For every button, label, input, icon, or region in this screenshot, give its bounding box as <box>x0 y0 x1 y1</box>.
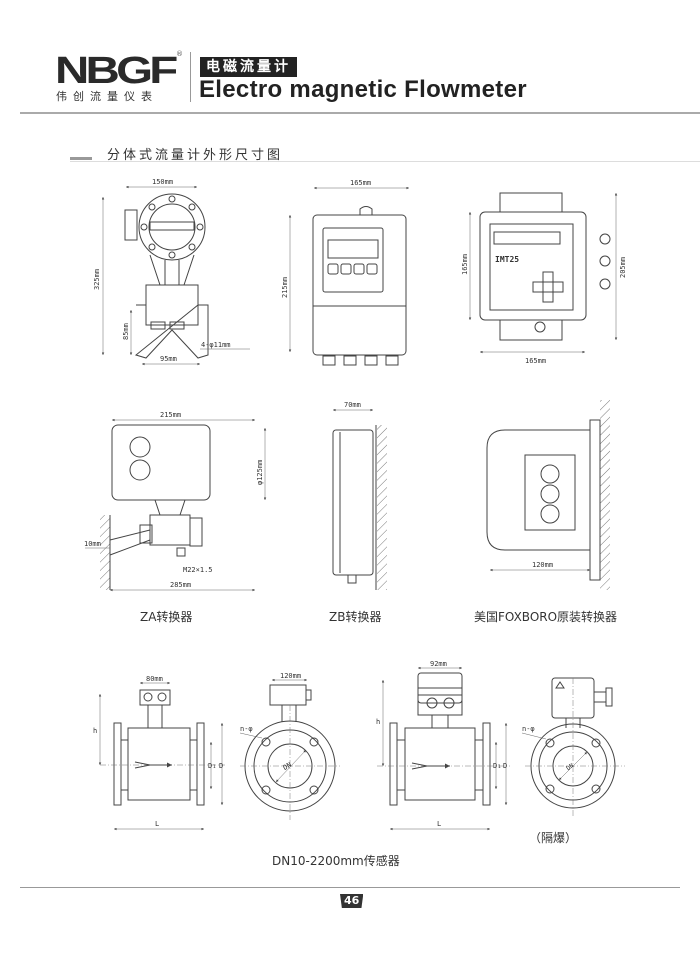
dim-h: h <box>376 718 380 726</box>
dim-bracket-height: 85mm <box>122 323 130 340</box>
dim-depth: 70mm <box>344 401 361 409</box>
drawing-zb-converter: 70mm ZB转换器 <box>329 401 387 624</box>
dim-height: 165mm <box>461 254 469 275</box>
dim-width: 150mm <box>152 178 173 186</box>
caption-foxboro: 美国FOXBORO原装转换器 <box>474 609 617 624</box>
section-title: 分体式流量计外形尺寸图 <box>107 148 284 163</box>
footer-rule <box>20 887 680 888</box>
caption-sensor: DN10-2200mm传感器 <box>272 853 400 868</box>
dim-head: 92mm <box>430 660 447 668</box>
dim-diameter: φ125mm <box>256 460 264 485</box>
dim-bracket-width: 95mm <box>160 355 177 363</box>
page-number: 46 <box>340 894 364 908</box>
drawing-integral-converter-front: 150mm 325mm 85mm 95mm 4-φ11mm <box>93 178 250 366</box>
caption-za: ZA转换器 <box>140 609 192 624</box>
caption-zb: ZB转换器 <box>329 609 381 624</box>
header-divider <box>190 52 191 102</box>
drawing-wall-converter-front: 165mm 215mm <box>281 179 409 366</box>
dim-width: 165mm <box>350 179 371 187</box>
product-title-cn: 电磁流量计 <box>200 57 297 77</box>
product-title-en: Electro magnetic Flowmeter <box>199 76 527 103</box>
dim-holes: 4-φ11mm <box>201 341 231 349</box>
dim-d: D <box>219 762 223 770</box>
label-holes: n-φ <box>240 725 253 733</box>
registered-mark: ® <box>176 50 183 58</box>
drawing-za-converter: M22×1.5 215mm φ125mm 10mm 285mm ZA转换器 <box>84 411 267 624</box>
dim-head: 80mm <box>146 675 163 683</box>
section-marker <box>70 157 92 160</box>
label-dn: DN <box>282 761 293 772</box>
label-dn: DN <box>565 762 575 772</box>
company-name: 伟创流量仪表 <box>56 90 158 103</box>
dim-height: 325mm <box>93 269 101 290</box>
dim-width: 165mm <box>525 357 546 365</box>
label-holes: n-φ <box>522 725 535 733</box>
drawing-sensor-front: DN n-φ 120mm <box>239 672 340 820</box>
dim-width: 215mm <box>160 411 181 419</box>
note-explosion-proof: （隔爆） <box>529 831 577 845</box>
drawing-sensor-side: 80mm h L D₁ D <box>93 675 225 831</box>
dim-width: 120mm <box>532 561 553 569</box>
dim-h: h <box>93 727 97 735</box>
dim-thread: M22×1.5 <box>183 566 213 574</box>
dim-d: D <box>503 762 507 770</box>
company-logo: NBGF <box>55 50 178 92</box>
drawing-exproof-sensor-front: DN n-φ （隔爆） <box>521 677 625 845</box>
drawing-exproof-sensor-side: 92mm h L D₁ D <box>376 660 510 831</box>
dim-d1: D₁ <box>493 762 501 770</box>
dim-offset: 10mm <box>84 540 101 548</box>
dim-height: 215mm <box>281 277 289 298</box>
dim-l: L <box>155 820 159 828</box>
dim-head: 120mm <box>280 672 301 680</box>
dim-l: L <box>437 820 441 828</box>
drawing-foxboro-converter: 120mm 美国FOXBORO原装转换器 <box>474 400 617 624</box>
dim-total-height: 205mm <box>619 257 627 278</box>
header-rule <box>20 112 700 114</box>
dim-d1: D₁ <box>208 762 216 770</box>
model-label: IMT25 <box>495 255 519 264</box>
dim-total: 285mm <box>170 581 191 589</box>
section-rule <box>70 161 700 162</box>
drawing-imt25-converter: IMT25 165mm 205mm 165mm <box>461 192 627 365</box>
